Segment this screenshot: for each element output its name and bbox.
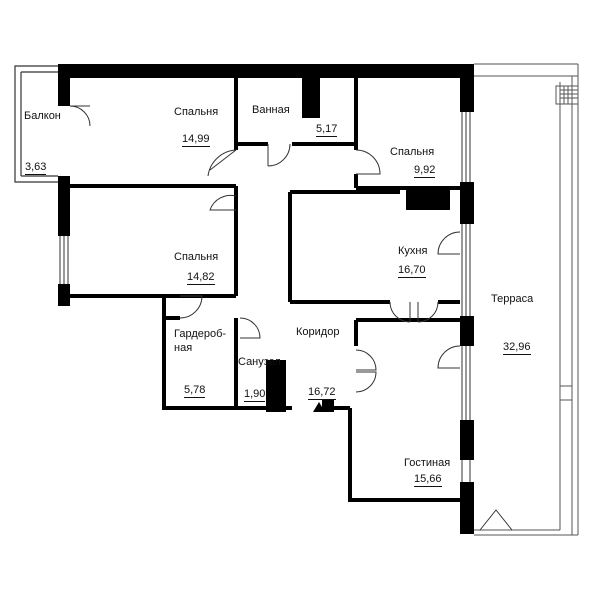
kitchen-area: 16,70 — [398, 264, 426, 278]
toilet-area: 1,90 — [244, 388, 266, 402]
entrance-arrow-icon — [313, 402, 325, 412]
doors — [69, 105, 513, 531]
bathroom-area: 5,17 — [316, 123, 338, 137]
walls-thick — [58, 64, 474, 534]
kitchen-name: Кухня — [398, 245, 428, 257]
wardrobe-name-line2: ная — [174, 342, 193, 354]
corridor-name: Коридор — [296, 326, 340, 338]
bedroom2-area: 9,92 — [414, 164, 436, 178]
bedroom2-name: Спальня — [390, 146, 435, 158]
balcony-name: Балкон — [24, 110, 61, 122]
corridor-area: 16,72 — [308, 386, 336, 400]
terrace-area: 32,96 — [503, 341, 531, 355]
terrace-outline — [474, 63, 579, 536]
living-area: 15,66 — [414, 473, 442, 487]
windows — [59, 112, 471, 482]
bedroom3-area: 14,82 — [187, 271, 215, 285]
bathroom-name: Ванная — [252, 104, 290, 116]
bedroom1-name: Спальня — [174, 106, 219, 118]
walls-medium — [62, 78, 466, 502]
balcony-outline — [14, 65, 58, 183]
wardrobe-area: 5,78 — [184, 384, 206, 398]
toilet-name: Санузел — [238, 356, 281, 368]
bedroom3-name: Спальня — [174, 251, 219, 263]
living-name: Гостиная — [404, 457, 451, 469]
balcony-area: 3,63 — [25, 161, 47, 175]
terrace-name: Терраса — [491, 293, 534, 305]
bedroom1-area: 14,99 — [182, 133, 210, 147]
wardrobe-name-line1: Гардероб- — [174, 328, 227, 340]
